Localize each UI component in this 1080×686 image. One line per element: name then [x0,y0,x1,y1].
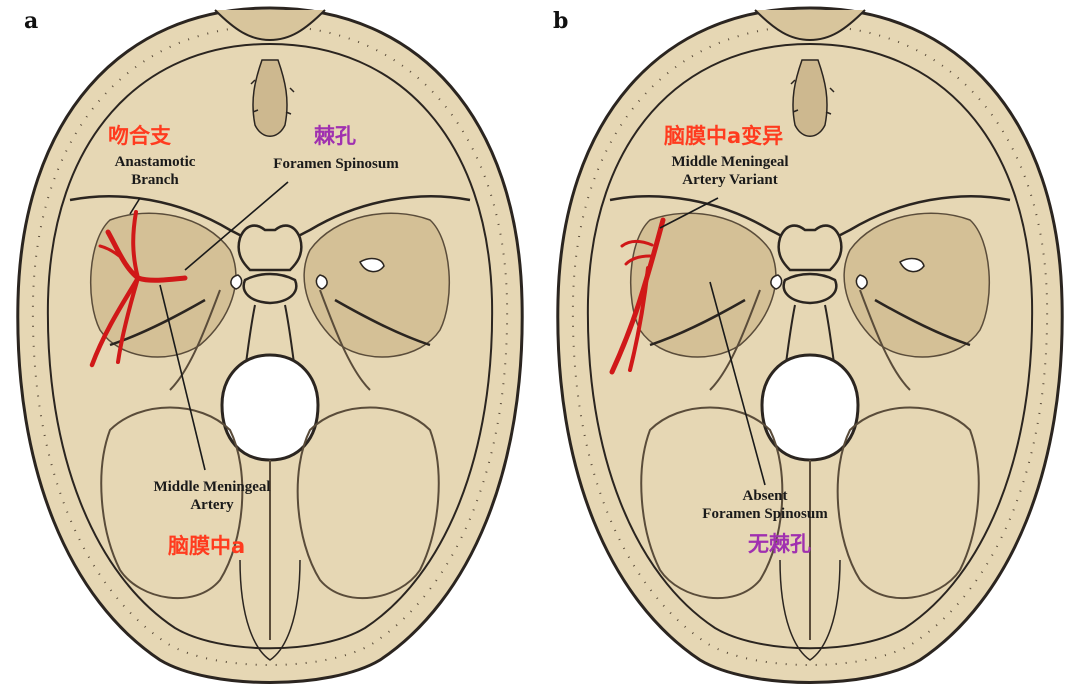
panel-letter-a: a [24,8,39,34]
label-spinosum-cn: 棘孔 [314,124,356,148]
leader-lines-panel-b [659,197,766,486]
label-anastomotic-en: Anastamotic Branch [114,154,196,188]
label-mma-cn: 脑膜中a [168,534,246,558]
panel-letter-b: b [553,8,569,34]
artery-panel-a [89,210,188,368]
skull-panel-a [16,6,524,684]
label-mma-en: Middle Meningeal Artery [153,479,271,513]
label-absent-en: Absent Foramen Spinosum [702,488,828,522]
label-variant-en: Middle Meningeal Artery Variant [671,154,789,188]
label-variant-cn: 脑膜中a变异 [664,124,784,148]
label-anastomotic-cn: 吻合支 [108,124,171,148]
leader-lines-panel-a [129,181,289,471]
label-absent-cn: 无棘孔 [748,532,811,556]
artery-panel-b [609,217,666,375]
skull-panel-b [556,6,1064,684]
label-spinosum-en: Foramen Spinosum [273,156,399,172]
